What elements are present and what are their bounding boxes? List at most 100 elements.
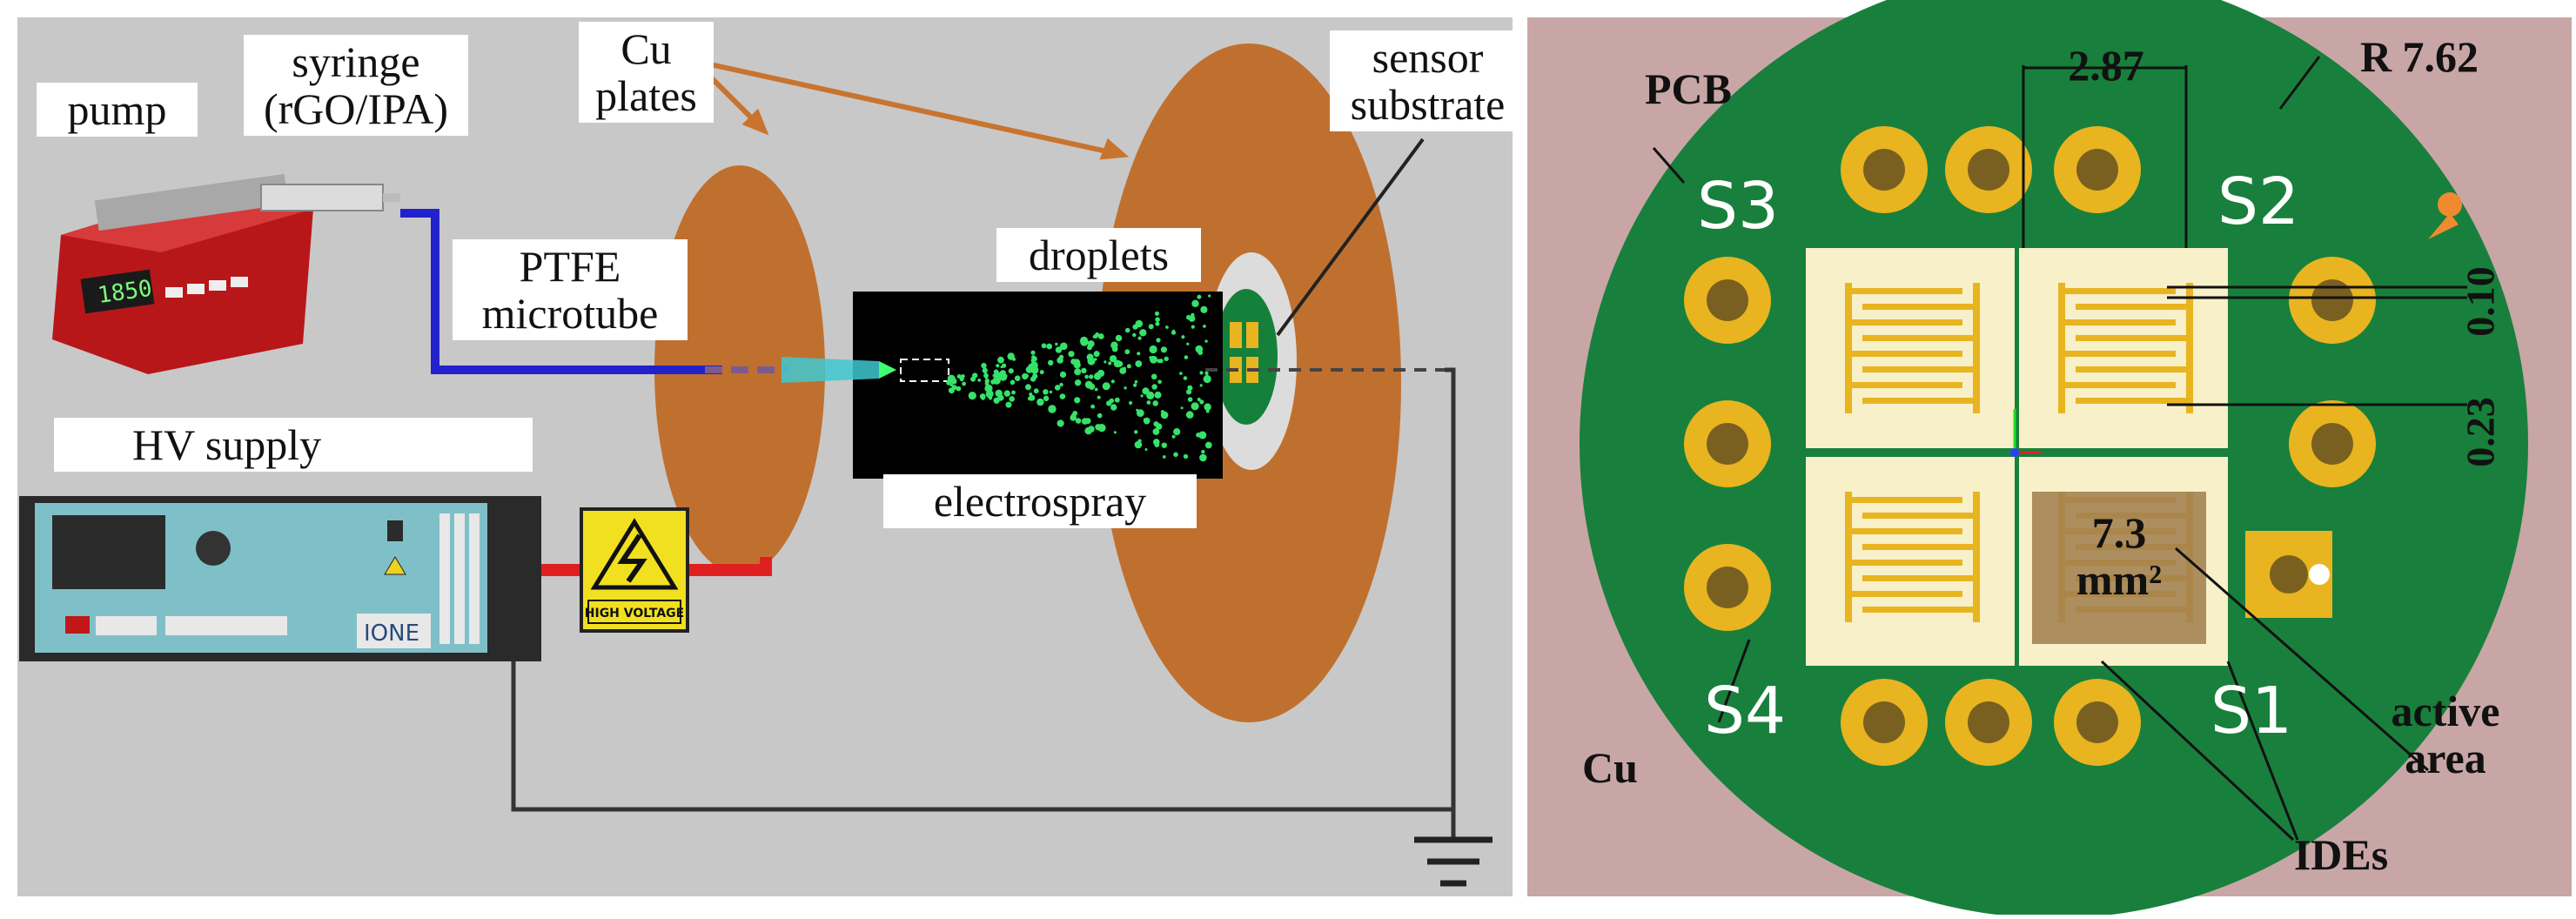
spray-droplet (1146, 400, 1151, 405)
spray-droplet (1160, 346, 1167, 353)
spray-droplet (1046, 343, 1053, 350)
ides-label: IDEs (2293, 830, 2389, 879)
spray-droplet (1152, 428, 1160, 435)
spray-droplet (1162, 455, 1166, 459)
syringe-pump: 1850 (52, 173, 400, 374)
spray-droplet (984, 375, 989, 379)
spray-droplet (1043, 389, 1049, 395)
spray-droplet (1134, 430, 1138, 434)
spray-droplet (1124, 327, 1130, 333)
ide-trace (2058, 283, 2065, 413)
spray-droplet (1030, 350, 1036, 355)
spray-droplet (1089, 374, 1094, 379)
pcb-pad-hole (2076, 149, 2118, 191)
pump-label: pump (37, 83, 198, 137)
hv-supply-label: HV supply (54, 418, 533, 472)
spray-droplet (1183, 376, 1188, 380)
spray-droplet (1014, 375, 1021, 382)
spray-droplet (1191, 325, 1195, 329)
spray-droplet (1075, 418, 1082, 424)
gap-dimension-label: 0.10 (2458, 266, 2503, 337)
spray-droplet (1126, 364, 1131, 369)
spray-droplet (990, 379, 996, 385)
spray-droplet (1208, 294, 1211, 298)
ide-trace (1862, 607, 1980, 613)
sensor-s3-label: S3 (1697, 169, 1780, 244)
spray-droplet (1199, 371, 1204, 375)
width-dimension-label: 2.87 (2068, 41, 2144, 90)
spray-droplet (1081, 367, 1087, 374)
spray-droplet (1150, 373, 1157, 380)
spray-droplet (1025, 374, 1029, 378)
pcb-pad-hole (1968, 701, 2009, 743)
ptfe-tube (400, 209, 722, 374)
spray-droplet (1087, 357, 1096, 366)
spray-droplet (1180, 406, 1184, 410)
spray-droplet (1074, 379, 1082, 386)
spray-droplet (1054, 385, 1061, 391)
spray-droplet (1097, 424, 1106, 433)
spray-droplet (1059, 382, 1063, 387)
spray-droplet (1002, 363, 1007, 368)
spray-droplet (1012, 357, 1016, 361)
high-voltage-sign: HIGH VOLTAGE (580, 507, 689, 633)
spray-droplet (1010, 379, 1016, 386)
spray-droplet (1102, 382, 1110, 391)
spray-droplet (1142, 387, 1150, 395)
cu-plates-arrows (692, 58, 1130, 160)
ide-trace (2076, 366, 2193, 372)
ide-trace (2076, 304, 2193, 310)
spray-droplet (1110, 379, 1115, 384)
ide-trace (2076, 335, 2193, 341)
spray-droplet (961, 374, 965, 379)
spray-droplet (1059, 371, 1067, 378)
spray-droplet (1113, 431, 1117, 434)
spray-droplet (1059, 393, 1066, 399)
ide-areas (1806, 248, 2228, 666)
spray-droplet (1035, 389, 1039, 393)
syringe-label-line1: syringe (292, 37, 420, 86)
spray-droplet (1003, 390, 1011, 397)
spray-droplet (1171, 330, 1177, 335)
spray-droplet (1198, 431, 1207, 439)
spray-droplet (1039, 370, 1044, 375)
spray-droplet (1155, 321, 1160, 326)
pcb-pad-hole (1707, 423, 1748, 465)
spray-droplet (977, 379, 982, 382)
spray-droplet (1070, 359, 1077, 365)
spray-droplet (1157, 359, 1162, 364)
spray-droplet (1148, 324, 1154, 330)
active-area-line2: area (2405, 734, 2486, 782)
area-unit: mm² (2076, 555, 2163, 604)
spray-droplet (1135, 319, 1144, 328)
spray-droplet (983, 370, 988, 374)
electrospray-label: electrospray (883, 474, 1197, 528)
spray-droplet (1156, 423, 1163, 430)
ptfe-label-line2: microtube (481, 289, 659, 338)
spray-droplet (1097, 395, 1101, 399)
ide-trace (1845, 382, 1962, 388)
spray-droplet (1094, 387, 1098, 392)
ide-trace (2058, 319, 2176, 325)
sensor-s4-label: S4 (1704, 674, 1787, 748)
spray-droplet (1143, 417, 1150, 425)
spray-droplet (1134, 379, 1138, 384)
sensor-substrate-label: sensor substrate (1330, 30, 1526, 131)
spray-droplet (1041, 343, 1047, 349)
spray-droplet (1090, 404, 1095, 409)
spray-droplet (1149, 356, 1152, 359)
ide-trace (1973, 283, 1980, 413)
spray-droplet (994, 372, 999, 378)
spray-droplet (1068, 351, 1075, 358)
spray-droplet (1157, 379, 1162, 385)
spray-droplet (1030, 366, 1039, 374)
spray-droplet (1200, 305, 1208, 313)
area-value: 7.3 (2091, 508, 2147, 557)
area-value-label: 7.3 mm² (2041, 509, 2197, 603)
spray-droplet (1191, 402, 1199, 411)
spray-droplet (1055, 342, 1058, 346)
orange-marker (2428, 192, 2462, 239)
spray-droplet (1204, 403, 1211, 411)
ide-trace (1862, 513, 1980, 519)
